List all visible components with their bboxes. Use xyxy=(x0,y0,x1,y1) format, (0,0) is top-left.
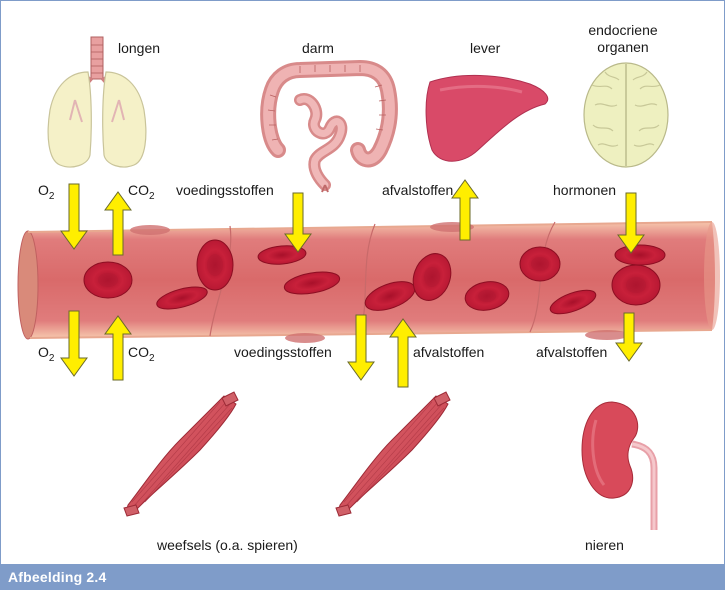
muscle-illustration-left xyxy=(124,392,238,516)
blood-circulation-diagram: longen darm lever endocriene organen O2 … xyxy=(0,0,725,564)
label-weefsels: weefsels (o.a. spieren) xyxy=(156,537,298,553)
label-afvalstoffen-bottom-2: afvalstoffen xyxy=(536,344,607,360)
label-o2-top: O2 xyxy=(38,182,55,202)
label-endocriene: endocriene xyxy=(588,22,657,38)
label-darm: darm xyxy=(302,40,334,56)
label-voedingsstoffen-top: voedingsstoffen xyxy=(176,182,274,198)
label-o2-bottom: O2 xyxy=(38,344,55,364)
caption-bar: Afbeelding 2.4 xyxy=(0,564,725,590)
label-lever: lever xyxy=(470,40,501,56)
lungs-illustration xyxy=(48,37,146,167)
label-co2-bottom: CO2 xyxy=(128,344,155,364)
intestine-illustration xyxy=(268,65,390,192)
label-co2-top: CO2 xyxy=(128,182,155,202)
label-longen: longen xyxy=(118,40,160,56)
label-hormonen-top: hormonen xyxy=(553,182,616,198)
red-blood-cell xyxy=(612,265,660,305)
red-blood-cell xyxy=(84,262,132,298)
label-nieren: nieren xyxy=(585,537,624,553)
kidney-illustration xyxy=(582,402,654,530)
muscle-illustration-right xyxy=(336,392,450,516)
label-organen: organen xyxy=(597,39,648,55)
red-blood-cell xyxy=(615,245,665,265)
label-voedingsstoffen-bottom: voedingsstoffen xyxy=(234,344,332,360)
brain-illustration xyxy=(584,63,668,167)
liver-illustration xyxy=(426,75,548,161)
figure-caption: Afbeelding 2.4 xyxy=(8,569,106,585)
label-afvalstoffen-bottom-1: afvalstoffen xyxy=(413,344,484,360)
red-blood-cell xyxy=(520,247,560,281)
red-blood-cell xyxy=(197,240,233,290)
label-afvalstoffen-top: afvalstoffen xyxy=(382,182,453,198)
